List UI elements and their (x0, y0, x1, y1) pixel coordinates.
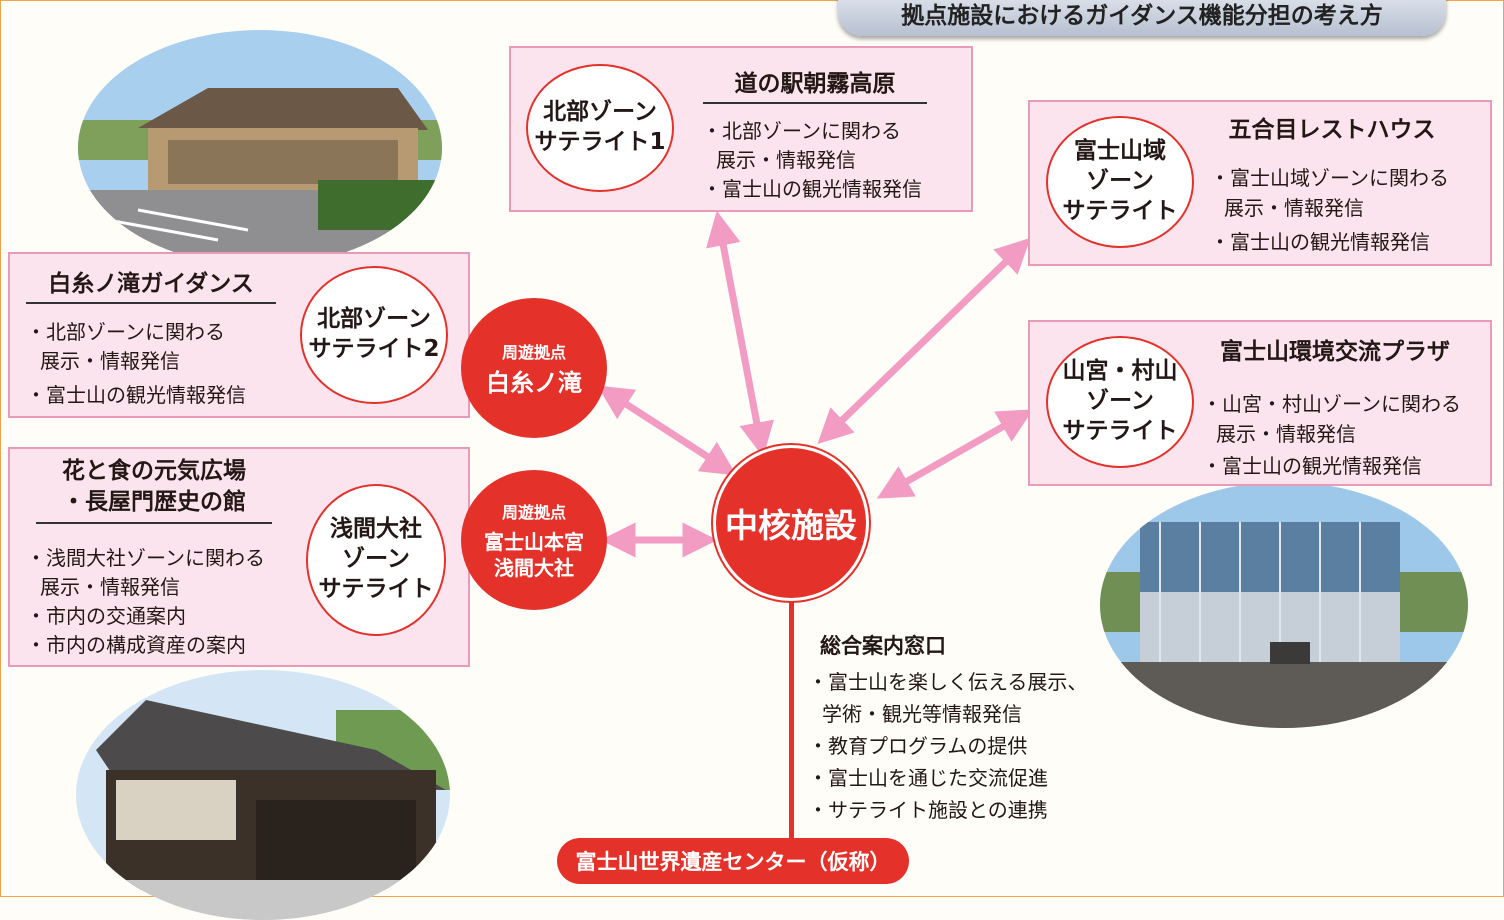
service-item: ・教育プログラムの提供 (808, 734, 1028, 758)
facility-name-north1: 道の駅朝霧高原 (703, 64, 927, 104)
arrow-to-north1 (706, 210, 774, 458)
hub-type-label: 周遊拠点 (501, 342, 566, 362)
zone-label: ゾーン (1086, 388, 1154, 415)
facility-name-line: ・長屋門歴史の館 (62, 489, 246, 516)
zone-label: サテライト (1062, 197, 1178, 224)
zone-label: ゾーン (342, 546, 410, 573)
function-line: ・富士山の観光情報発信 (1210, 230, 1430, 254)
photo-kankyo-plaza (1100, 482, 1468, 728)
function-line: ・富士山の観光情報発信 (702, 177, 922, 201)
function-line: ・富士山の観光情報発信 (26, 383, 246, 407)
zone-label: 北部ゾーン (317, 306, 431, 333)
service-item: ・富士山を楽しく伝える展示、 (808, 670, 1088, 694)
core-label: 中核施設 (725, 506, 857, 545)
service-item: ・サテライト施設との連携 (808, 798, 1048, 822)
zone-label: 浅間大社 (330, 516, 422, 543)
center-facility-name: 富士山世界遺産センター（仮称） (557, 838, 909, 884)
function-line: ・富士山の観光情報発信 (1202, 454, 1422, 478)
facility-name-north2: 白糸ノ滝ガイダンス (26, 264, 276, 304)
zone-label: 北部ゾーン (543, 99, 657, 126)
zone-label: 山宮・村山 (1062, 358, 1178, 385)
hub-type-label: 周遊拠点 (501, 503, 566, 522)
hub-circle-hongu: 周遊拠点 富士山本宮 浅間大社 (461, 470, 607, 610)
zone-label: ゾーン (1086, 168, 1154, 195)
arrow-to-fujisan (817, 237, 1031, 445)
function-line: ・市内の交通案内 (26, 604, 186, 628)
zone-circle-fujisan: 富士山域 ゾーン サテライト (1046, 116, 1194, 248)
function-line: 展示・情報発信 (40, 575, 180, 599)
facility-name-line: 花と食の元気広場 (62, 458, 246, 484)
hub-name: 富士山本宮 (484, 530, 584, 554)
hub-circle-shiraito: 周遊拠点 白糸ノ滝 (461, 298, 607, 438)
zone-label: サテライト (1062, 417, 1178, 444)
function-line: ・浅間大社ゾーンに関わる (26, 546, 265, 570)
function-line: 展示・情報発信 (40, 349, 180, 373)
facility-name-sengen: 花と食の元気広場 ・長屋門歴史の館 (36, 456, 272, 525)
zone-label: サテライト2 (308, 336, 440, 362)
zone-label: サテライト (318, 575, 434, 602)
service-item: ・富士山を通じた交流促進 (808, 766, 1048, 790)
facility-name-fujisan: 五合目レストハウス (1228, 117, 1436, 143)
service-item: 学術・観光等情報発信 (822, 702, 1022, 726)
zone-label: サテライト1 (534, 129, 666, 155)
arrow-to-yamamiya (876, 409, 1034, 499)
facility-name-yamamiya: 富士山環境交流プラザ (1220, 339, 1450, 365)
function-line: 展示・情報発信 (1224, 196, 1364, 220)
core-facility-circle: 中核施設 (716, 448, 866, 598)
zone-circle-yamamiya: 山宮・村山 ゾーン サテライト (1046, 336, 1194, 468)
function-line: ・市内の構成資産の案内 (26, 633, 246, 657)
diagram-title: 拠点施設におけるガイダンス機能分担の考え方 (838, 0, 1446, 36)
function-line: ・富士山域ゾーンに関わる (1210, 166, 1449, 190)
zone-label: 富士山域 (1074, 138, 1166, 165)
function-line: ・北部ゾーンに関わる (26, 320, 225, 344)
function-line: 展示・情報発信 (1216, 422, 1356, 446)
hub-name: 白糸ノ滝 (486, 368, 582, 397)
core-connector-line (789, 598, 794, 850)
services-title: 総合案内窓口 (820, 634, 946, 658)
function-line: ・山宮・村山ゾーンに関わる (1202, 392, 1461, 416)
function-line: ・北部ゾーンに関わる (702, 119, 901, 143)
zone-circle-north1: 北部ゾーン サテライト1 (526, 64, 674, 192)
zone-circle-north2: 北部ゾーン サテライト2 (300, 266, 448, 404)
function-line: 展示・情報発信 (716, 148, 856, 172)
zone-circle-sengen: 浅間大社 ゾーン サテライト (306, 484, 446, 636)
hub-name: 浅間大社 (494, 556, 574, 580)
connector-arrows (597, 210, 1034, 558)
arrow-to-shiraito-hub (597, 385, 737, 476)
